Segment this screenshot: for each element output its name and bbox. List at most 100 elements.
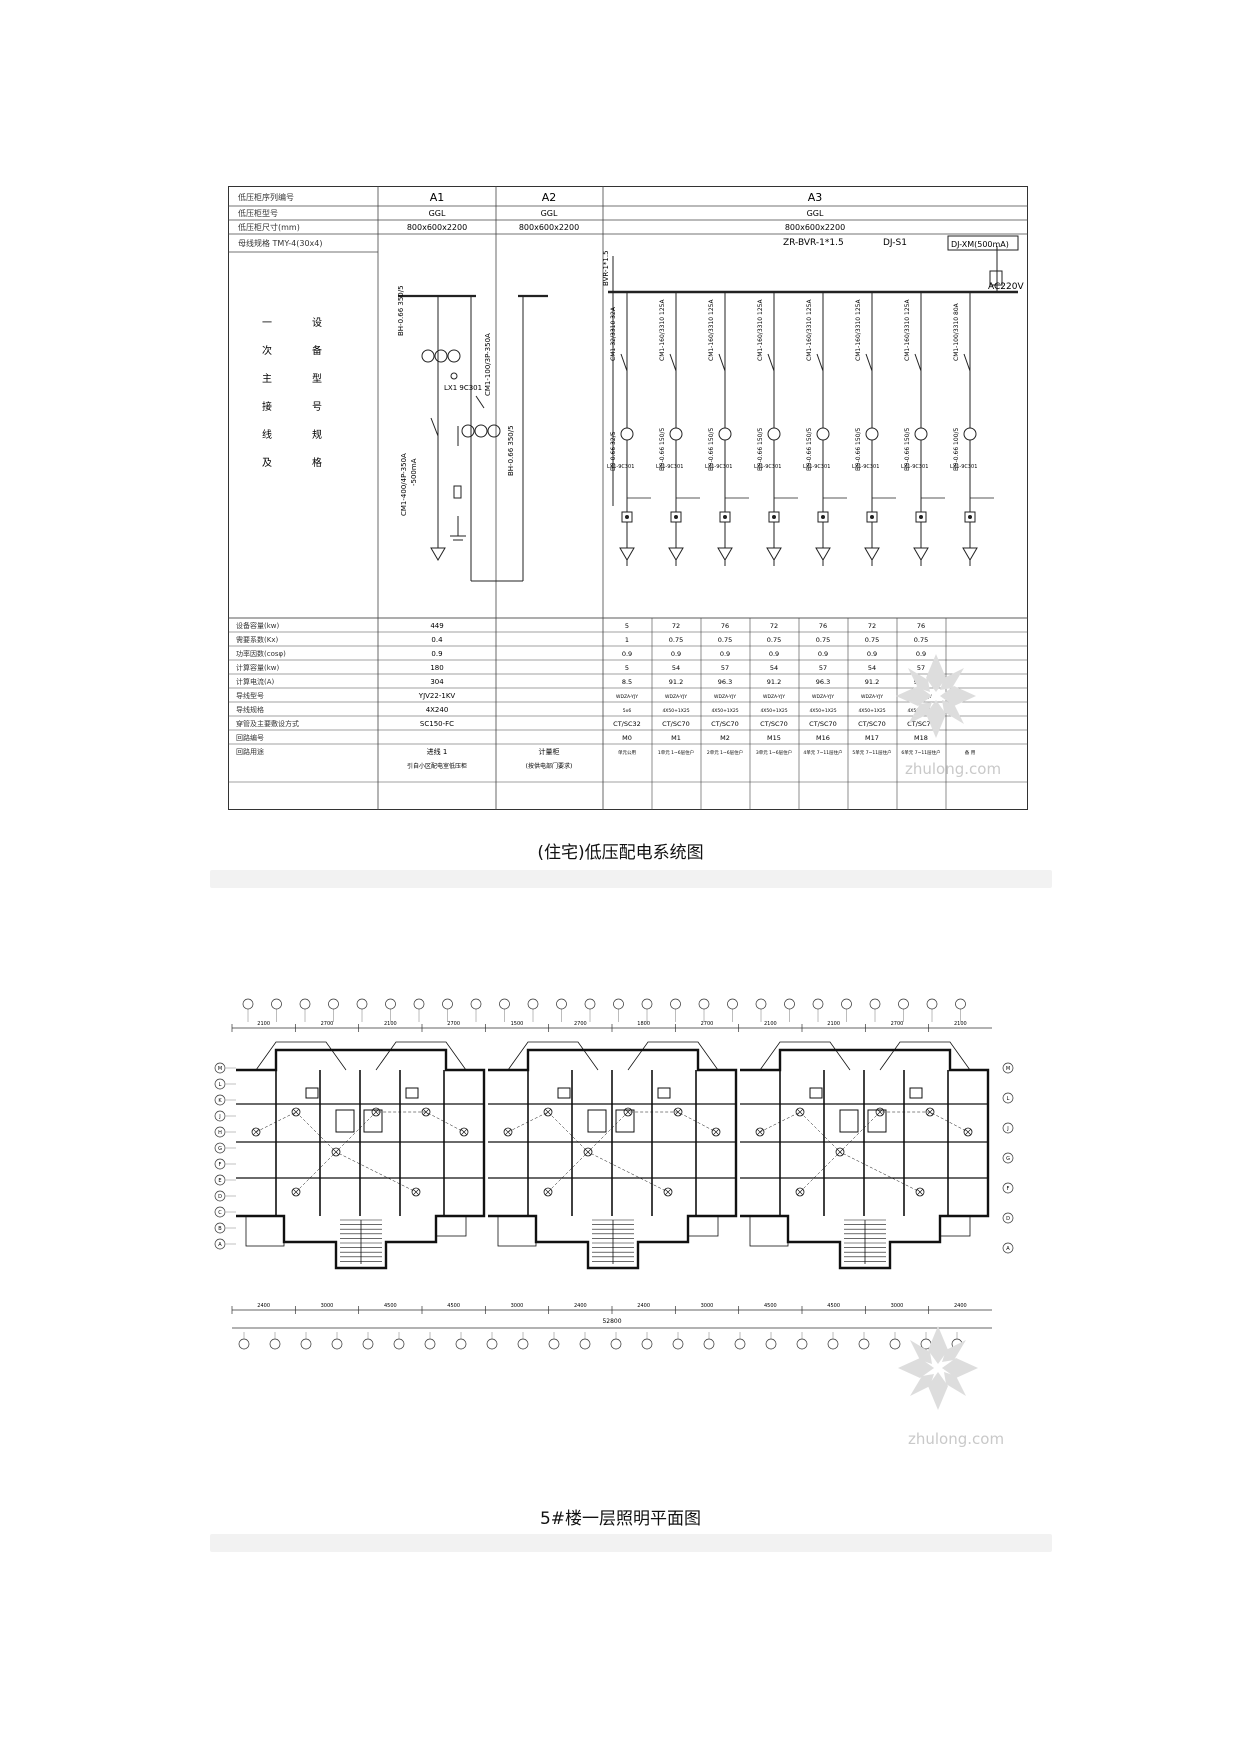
top-dimension: 1800: [637, 1021, 650, 1027]
axis-bubble-icon: [898, 998, 909, 1010]
feeder-cell: M1: [671, 734, 681, 742]
col-a1-model: GGL: [429, 209, 446, 218]
bottom-dimension: 4500: [764, 1303, 777, 1309]
hdr-row-label-1: 低压柜型号: [238, 208, 278, 218]
feeder-cell: 0.75: [669, 636, 683, 644]
col-a1-id: A1: [430, 191, 445, 204]
axis-bubble-icon: [858, 1338, 870, 1350]
axis-letter: A: [218, 1242, 222, 1248]
axis-bubble-icon: [1002, 1212, 1014, 1224]
side-label-right-char: 格: [312, 456, 322, 469]
a1-cell: 180: [430, 664, 443, 672]
feeder-cell: 0.9: [916, 650, 926, 658]
axis-bubble-icon: [214, 1110, 226, 1122]
building-unit: [740, 1041, 990, 1270]
axis-letter: D: [218, 1194, 222, 1200]
axis-letter: D: [1006, 1216, 1010, 1222]
axis-bubble-icon: [755, 998, 767, 1010]
axis-bubble-icon: [299, 998, 311, 1010]
a2-note: (按供电部门要求): [526, 762, 573, 770]
axis-bubble-icon: [269, 1338, 281, 1350]
table-row-label: 回路用途: [236, 747, 264, 756]
feeder-ct-label: BH-0.66 100/5: [953, 427, 960, 471]
a1-ct-label: BH-0.66 350/5: [397, 285, 405, 336]
table-row-label: 导线规格: [236, 705, 264, 714]
hdr-row-label-3: 母线规格 TMY-4(30x4): [238, 238, 323, 248]
feeder-cell: 0.9: [769, 650, 779, 658]
axis-letter: J: [1006, 1126, 1008, 1132]
axis-letter: F: [219, 1162, 222, 1168]
a1-single-line: [398, 294, 476, 561]
axis-bubble-icon: [1002, 1062, 1014, 1074]
feeder-cell: M16: [816, 734, 830, 742]
table-row-label: 穿管及主要敷设方式: [236, 719, 299, 728]
axis-bubble-icon: [672, 1338, 684, 1350]
watermark-text: zhulong.com: [905, 760, 1002, 778]
lv-system-diagram: 低压柜序列编号 低压柜型号 低压柜尺寸(mm) 母线规格 TMY-4(30x4)…: [228, 186, 1028, 810]
col-a3-id: A3: [808, 191, 823, 204]
feeder-cell: 2单元 1~6层住户: [707, 749, 743, 756]
a1-cell: 进线 1: [427, 747, 448, 756]
axis-bubble-icon: [424, 1338, 436, 1350]
feeder-cell: 1: [625, 636, 629, 644]
feeder-cell: 0.75: [865, 636, 879, 644]
axis-bubble-icon: [214, 1222, 226, 1234]
side-label-right-char: 型: [312, 372, 322, 385]
feeder-cell: 8.5: [622, 678, 632, 686]
axis-bubble-icon: [442, 998, 453, 1010]
feeder-cell: 0.9: [818, 650, 828, 658]
axis-bubble-icon: [499, 998, 510, 1010]
feeder-cell: 76: [917, 622, 925, 630]
feeder-cell: WDZA-YJY: [714, 694, 736, 700]
axis-bubble-icon: [214, 1206, 226, 1218]
axis-bubble-icon: [214, 1126, 226, 1138]
bottom-dimension: 4500: [384, 1303, 397, 1309]
axis-bubble-icon: [362, 1338, 374, 1350]
axis-bubble-icon: [486, 1338, 498, 1350]
feeder-cell: M17: [865, 734, 879, 742]
feeder-cell: 76: [721, 622, 729, 630]
feeder-meter-label: LX1-9C301: [950, 464, 977, 470]
axis-bubble-icon: [470, 998, 482, 1010]
feeder-cell: 72: [868, 622, 876, 630]
feeder-cell: M18: [914, 734, 928, 742]
hdr-row-label-2: 低压柜尺寸(mm): [238, 222, 300, 232]
axis-letter: B: [218, 1226, 222, 1232]
feeder-cell: 0.9: [622, 650, 632, 658]
axis-bubble-icon: [300, 1338, 312, 1350]
feeder-cell: 72: [770, 622, 778, 630]
feeder-cell: 0.75: [718, 636, 732, 644]
feeder-ct-label: BH-0.66 150/5: [904, 427, 911, 471]
feeder-cell: 96.3: [816, 678, 830, 686]
top-dimension: 2100: [384, 1021, 397, 1027]
a1-cell: 449: [430, 622, 443, 630]
axis-bubble-icon: [1002, 1092, 1014, 1104]
axis-bubble-icon: [796, 1338, 808, 1350]
axis-letter: M: [1006, 1066, 1010, 1072]
axis-bubble-icon: [670, 998, 681, 1010]
hdr-row-label-0: 低压柜序列编号: [238, 192, 294, 202]
feeder-cell: CT/SC70: [907, 720, 935, 728]
axis-letter: F: [1007, 1186, 1010, 1192]
top-dimension: 1500: [511, 1021, 524, 1027]
relay-label: DJ-S1: [883, 238, 907, 248]
feeder-cell: 0.75: [816, 636, 830, 644]
axis-bubble-icon: [641, 1338, 653, 1350]
axis-bubble-icon: [548, 1338, 560, 1350]
a1-meter-label: LX1 9C301: [444, 384, 482, 392]
axis-bubble-icon: [214, 1190, 226, 1202]
feeder-cell: 5x6: [623, 708, 632, 714]
axis-bubble-icon: [584, 998, 596, 1010]
feeder-cell: CT/SC70: [760, 720, 788, 728]
feeder-breaker-label: CM1-160/3310 125A: [904, 299, 911, 361]
watermark-text: zhulong.com: [908, 1430, 1005, 1448]
axis-bubble-icon: [1002, 1182, 1014, 1194]
feeder-cell: 4X50+1X25: [711, 708, 738, 714]
feeder-cell: 72: [672, 622, 680, 630]
axis-bubble-icon: [356, 998, 368, 1010]
